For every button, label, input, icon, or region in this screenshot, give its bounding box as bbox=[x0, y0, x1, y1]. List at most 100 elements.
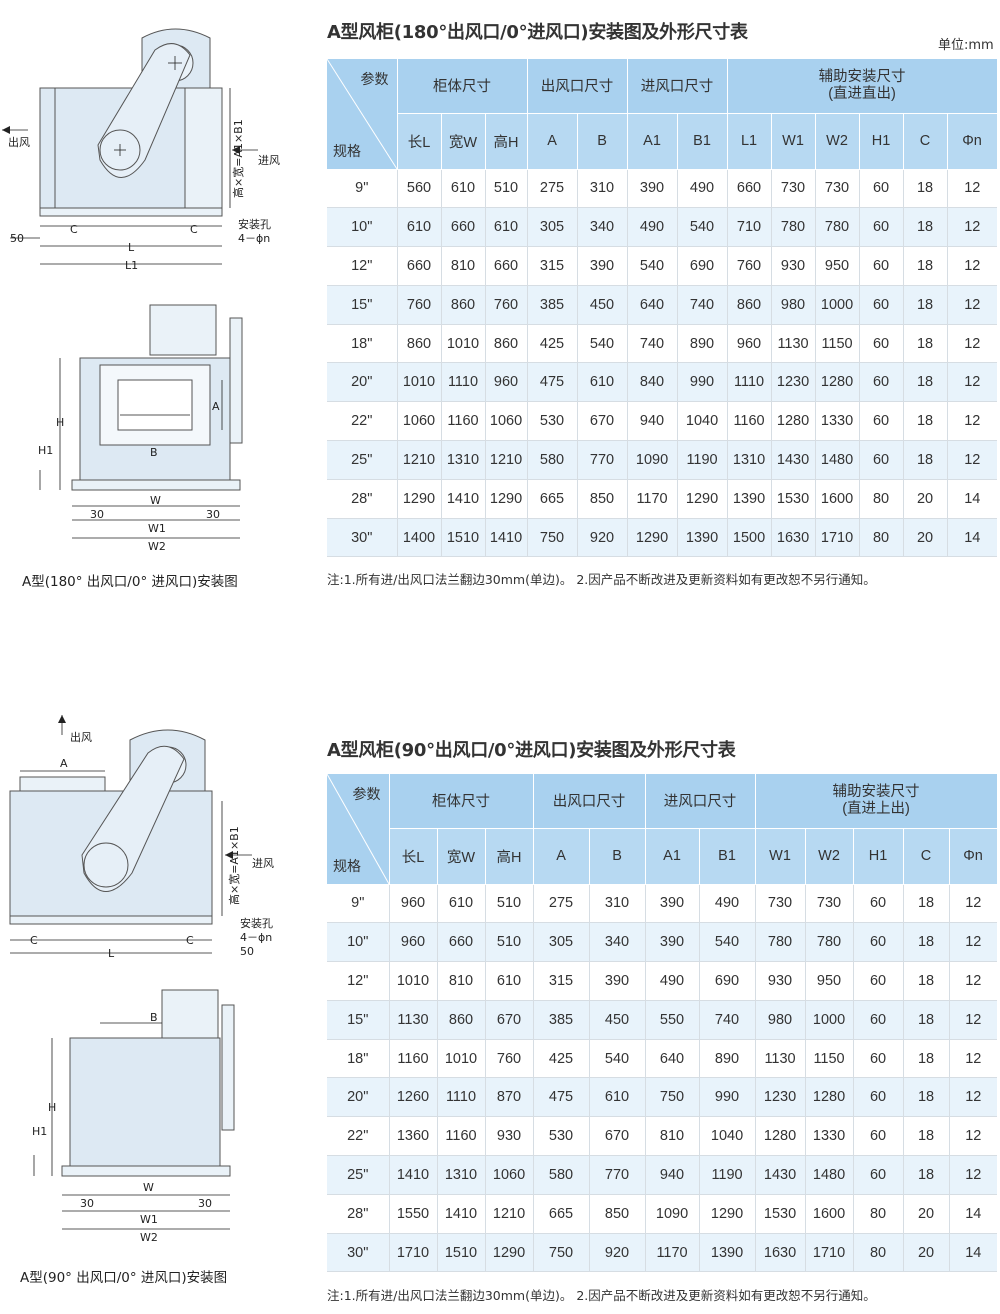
table-cell: 1210 bbox=[397, 440, 442, 480]
table-cell: 690 bbox=[699, 961, 756, 1001]
label-c-left: C bbox=[30, 934, 38, 947]
table-cell: 1160 bbox=[389, 1039, 438, 1079]
table-cell: 12 bbox=[949, 1155, 998, 1195]
table-cell: 870 bbox=[485, 1077, 534, 1118]
label-mount-hole: 安装孔 bbox=[238, 217, 271, 231]
column-header: C bbox=[903, 828, 950, 885]
column-header: L1 bbox=[727, 113, 772, 170]
column-header: B bbox=[589, 828, 646, 885]
label-l: L bbox=[108, 947, 115, 960]
section2-title: A型风柜(90°出风口/0°进风口)安装图及外形尺寸表 bbox=[327, 740, 736, 761]
table-cell: 14 bbox=[947, 479, 998, 519]
table-cell: 1410 bbox=[389, 1155, 438, 1195]
table-cell: 1150 bbox=[815, 324, 860, 364]
label-h1: H1 bbox=[38, 444, 53, 457]
table-cell: 1530 bbox=[771, 479, 816, 519]
row-spec-cell: 9" bbox=[327, 169, 398, 209]
label-a: A bbox=[212, 400, 220, 413]
table-cell: 275 bbox=[527, 169, 578, 209]
label-w2: W2 bbox=[140, 1231, 158, 1244]
table-cell: 18 bbox=[903, 1077, 950, 1118]
table-cell: 1170 bbox=[627, 479, 678, 519]
table-cell: 560 bbox=[397, 169, 442, 209]
label-c-left: C bbox=[70, 223, 78, 236]
table-cell: 1060 bbox=[485, 1155, 534, 1195]
section1-drawing: 出风 进风 50 C C L L1 安装孔 4－ϕn 高×宽=A1×B1 H H… bbox=[2, 28, 280, 553]
table-cell: 1210 bbox=[485, 1194, 534, 1234]
table-cell: 1360 bbox=[389, 1116, 438, 1157]
table-cell: 425 bbox=[533, 1039, 590, 1079]
label-50: 50 bbox=[10, 232, 24, 245]
cabinet-front-view bbox=[69, 1037, 221, 1167]
section2-drawing: 出风 进风 A C C L 安装孔 4－ϕn 50 高×宽=A1×B1 B H … bbox=[9, 715, 274, 1244]
label-c-right: C bbox=[190, 223, 198, 236]
table-cell: 12 bbox=[947, 440, 998, 480]
table-cell: 960 bbox=[389, 922, 438, 963]
label-l1: L1 bbox=[125, 259, 138, 272]
table-cell: 660 bbox=[437, 922, 486, 963]
row-spec-cell: 28" bbox=[327, 479, 398, 519]
column-header: 长L bbox=[397, 113, 442, 170]
table-cell: 1500 bbox=[727, 518, 772, 558]
row-spec-cell: 18" bbox=[327, 324, 398, 364]
table-cell: 750 bbox=[645, 1077, 700, 1118]
table-cell: 60 bbox=[859, 324, 904, 364]
table-cell: 660 bbox=[397, 246, 442, 286]
table-cell: 475 bbox=[533, 1077, 590, 1118]
table-cell: 510 bbox=[485, 922, 534, 963]
table-cell: 540 bbox=[677, 207, 728, 248]
table-cell: 450 bbox=[589, 1000, 646, 1040]
table-cell: 860 bbox=[437, 1000, 486, 1040]
table-cell: 960 bbox=[485, 362, 528, 403]
row-spec-cell: 30" bbox=[327, 518, 398, 558]
header-group-aux: 辅助安装尺寸 (直进直出) bbox=[727, 59, 998, 114]
table-cell: 1480 bbox=[805, 1155, 854, 1195]
header-param-spec: 参数 规格 bbox=[327, 59, 398, 170]
table-cell: 12 bbox=[949, 1000, 998, 1040]
table-cell: 730 bbox=[815, 169, 860, 209]
label-w: W bbox=[143, 1181, 154, 1194]
column-header: C bbox=[903, 113, 948, 170]
table-cell: 1430 bbox=[771, 440, 816, 480]
label-h: H bbox=[48, 1101, 56, 1114]
table-cell: 1110 bbox=[441, 362, 486, 403]
header-group-outlet: 出风口尺寸 bbox=[533, 774, 646, 829]
table-cell: 1310 bbox=[441, 440, 486, 480]
label-30-right: 30 bbox=[198, 1197, 212, 1210]
table-cell: 990 bbox=[699, 1077, 756, 1118]
motor-box bbox=[161, 989, 219, 1039]
table-cell: 980 bbox=[755, 1000, 806, 1040]
table-cell: 980 bbox=[771, 285, 816, 325]
table-cell: 860 bbox=[441, 285, 486, 325]
table-cell: 660 bbox=[441, 207, 486, 248]
table-cell: 1330 bbox=[805, 1116, 854, 1157]
table-cell: 60 bbox=[859, 246, 904, 286]
label-h: H bbox=[56, 416, 64, 429]
table-cell: 390 bbox=[577, 246, 628, 286]
table-cell: 1600 bbox=[815, 479, 860, 519]
table-cell: 1060 bbox=[397, 401, 442, 442]
table-cell: 810 bbox=[645, 1116, 700, 1157]
table-cell: 810 bbox=[441, 246, 486, 286]
table-cell: 80 bbox=[853, 1194, 904, 1234]
table-cell: 385 bbox=[533, 1000, 590, 1040]
table-cell: 1230 bbox=[755, 1077, 806, 1118]
table-cell: 12 bbox=[949, 884, 998, 924]
table-cell: 1090 bbox=[627, 440, 678, 480]
table-cell: 60 bbox=[853, 1116, 904, 1157]
table-cell: 60 bbox=[853, 1155, 904, 1195]
table-cell: 1510 bbox=[437, 1233, 486, 1273]
column-header: A1 bbox=[645, 828, 700, 885]
table-cell: 940 bbox=[627, 401, 678, 442]
table-cell: 275 bbox=[533, 884, 590, 924]
table-cell: 1160 bbox=[441, 401, 486, 442]
table-cell: 610 bbox=[485, 961, 534, 1001]
table-cell: 540 bbox=[589, 1039, 646, 1079]
label-out-wind: 出风 bbox=[70, 730, 92, 744]
